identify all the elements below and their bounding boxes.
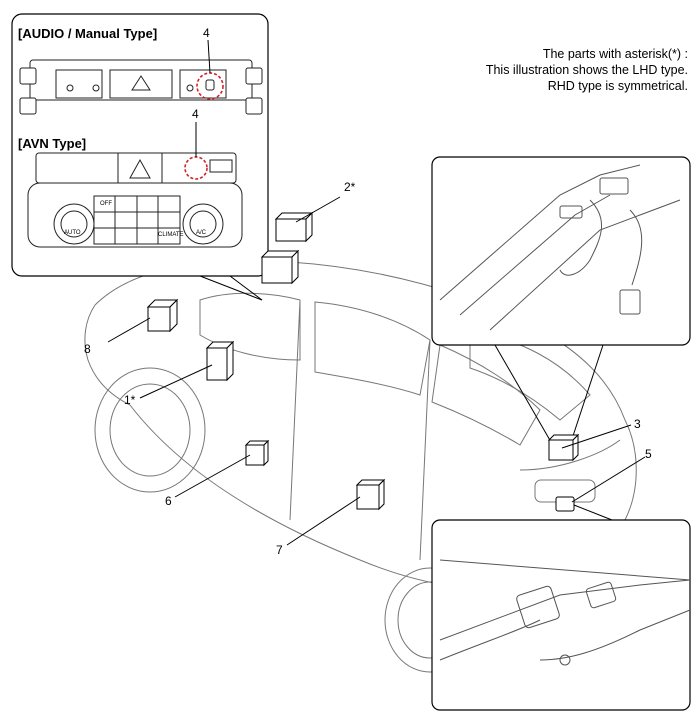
callout-3: 3 xyxy=(634,417,641,431)
connector-inset-leader-a xyxy=(494,344,552,443)
audio-manual-panel xyxy=(19,59,263,115)
note-line-3: RHD type is symmetrical. xyxy=(547,79,688,93)
inset-connector-line-a xyxy=(229,275,263,301)
callout-8: 8 xyxy=(84,342,91,356)
note-line-2: This illustration shows the LHD type. xyxy=(485,63,688,77)
callout-7: 7 xyxy=(276,543,283,557)
audio-callout-4: 4 xyxy=(203,26,210,40)
harness-inset-leader xyxy=(573,504,613,521)
avn-title: [AVN Type] xyxy=(18,136,87,151)
component-2-mounted-box xyxy=(260,249,300,285)
asterisk-note: The parts with asterisk(*) : This illust… xyxy=(368,46,688,94)
component-1-box xyxy=(205,340,235,382)
connector-inset-leader-b xyxy=(570,344,604,443)
control-panel-inset xyxy=(11,13,269,277)
callout-6: 6 xyxy=(165,494,172,508)
avn-btn-climate: CLIMATE xyxy=(158,232,184,238)
harness-connector-inset xyxy=(431,519,691,711)
rear-connector-inset xyxy=(431,156,691,346)
note-line-1: The parts with asterisk(*) : xyxy=(542,47,688,61)
component-3-box xyxy=(547,433,580,462)
component-2-box xyxy=(274,211,314,243)
avn-btn-ac: A/C xyxy=(196,230,207,236)
avn-callout-4: 4 xyxy=(192,107,199,121)
callout-5: 5 xyxy=(645,447,652,461)
callout-1: 1* xyxy=(124,393,136,407)
avn-panel xyxy=(27,152,243,248)
avn-btn-auto: AUTO xyxy=(64,230,81,236)
callout-leaders xyxy=(107,196,646,546)
component-7-box xyxy=(355,478,386,511)
component-8-box xyxy=(146,298,179,333)
component-6-box xyxy=(244,439,270,467)
audio-manual-title: [AUDIO / Manual Type] xyxy=(18,26,158,41)
avn-btn-off: OFF xyxy=(100,201,112,207)
audio-callout-leader xyxy=(207,39,211,74)
inset-connector-line-b xyxy=(199,275,263,301)
component-boxes xyxy=(146,211,580,512)
component-5-box xyxy=(555,496,575,512)
callout-2: 2* xyxy=(344,180,356,194)
